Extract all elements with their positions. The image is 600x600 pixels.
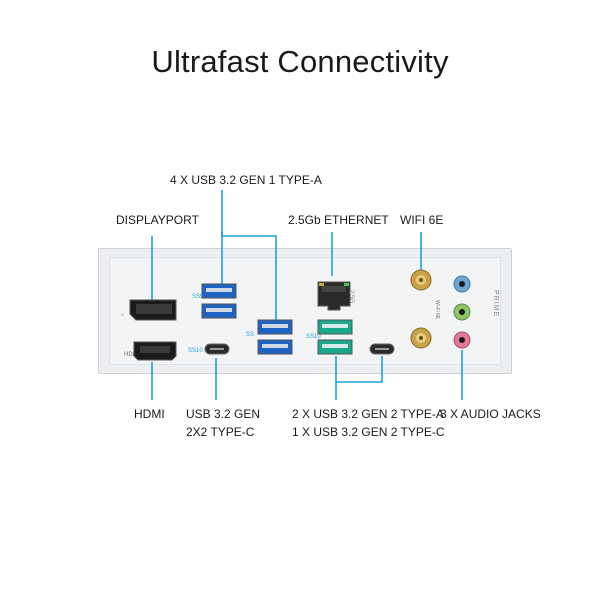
page-title: Ultrafast Connectivity [151, 44, 449, 79]
label-usb32-gen2x2-line1: USB 3.2 GEN [186, 407, 261, 421]
callout-line-usb-gen2 [335, 356, 383, 383]
usb-a-icon[interactable] [257, 319, 293, 335]
displayport-icon[interactable] [129, 299, 177, 321]
antenna-icon[interactable] [410, 269, 432, 291]
label-usb32-gen1-typea: 4 X USB 3.2 GEN 1 TYPE-A [170, 173, 322, 187]
audio-jack-icon[interactable] [453, 303, 471, 321]
usb-c-icon[interactable] [369, 343, 395, 355]
label-wifi: WIFI 6E [400, 213, 444, 227]
label-hdmi: HDMI [134, 407, 165, 421]
hdmi-panel-text: HDMI [124, 352, 140, 358]
usb-gen2-panel-text: SS10 [306, 334, 321, 340]
usb-a-icon[interactable] [201, 303, 237, 319]
usb-gen1-panel-text-b: SS [246, 332, 254, 338]
label-usb32-gen2-line2: 1 X USB 3.2 GEN 2 TYPE-C [292, 425, 445, 439]
audio-jack-icon[interactable] [453, 331, 471, 349]
label-ethernet: 2.5Gb ETHERNET [288, 213, 389, 227]
usb-a-icon[interactable] [201, 283, 237, 299]
rj45-icon[interactable] [317, 281, 351, 311]
hdmi-icon[interactable] [133, 341, 177, 361]
antenna-icon[interactable] [410, 327, 432, 349]
displayport-glyph: ⌂ [121, 312, 124, 318]
wifi-panel-text: Wi-Fi 6E [434, 300, 440, 320]
usb-gen2x2-panel-text: SS10 [188, 348, 203, 354]
label-audio: 3 X AUDIO JACKS [440, 407, 541, 421]
label-usb32-gen2-line1: 2 X USB 3.2 GEN 2 TYPE-A [292, 407, 444, 421]
prime-panel-text: PRIME [492, 290, 499, 317]
usb-gen1-panel-text-a: SS5 [192, 294, 204, 300]
usb-a-icon[interactable] [257, 339, 293, 355]
label-displayport: DISPLAYPORT [116, 213, 199, 227]
audio-jack-icon[interactable] [453, 275, 471, 293]
usb-a-icon[interactable] [317, 339, 353, 355]
label-usb32-gen2x2-line2: 2X2 TYPE-C [186, 425, 255, 439]
usb-a-icon[interactable] [317, 319, 353, 335]
ethernet-panel-text: 2.5G [348, 290, 354, 303]
usb-c-icon[interactable] [204, 343, 230, 355]
